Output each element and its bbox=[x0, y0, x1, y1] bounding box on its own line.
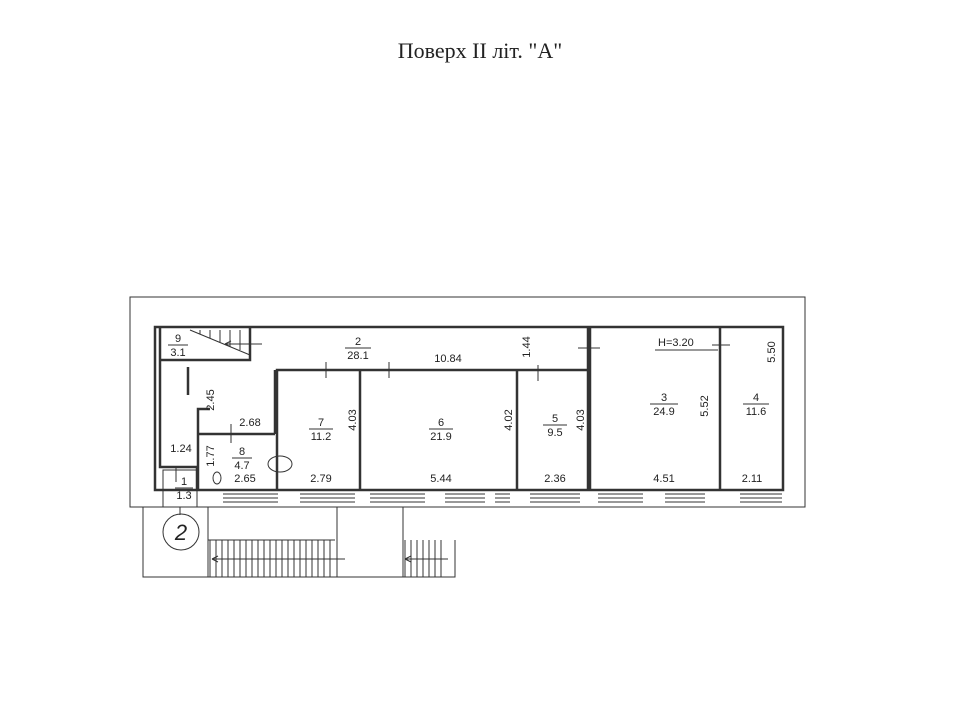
room-number: 1 bbox=[181, 476, 187, 488]
room-area: 9.5 bbox=[547, 427, 562, 439]
interior-walls bbox=[158, 327, 722, 490]
dim: 2.45 bbox=[205, 389, 217, 410]
room-label-8: 84.7 bbox=[232, 446, 252, 472]
room-label-1: 11.3 bbox=[175, 476, 193, 502]
dim: 5.52 bbox=[699, 395, 711, 416]
floor-title: Поверх II літ. "А" bbox=[397, 38, 563, 63]
room-number: 7 bbox=[318, 417, 324, 429]
room-label-2: 228.1 bbox=[345, 336, 371, 362]
dim: 4.03 bbox=[575, 409, 587, 430]
room-label-4: 411.6 bbox=[743, 392, 769, 418]
room-area: 21.9 bbox=[430, 431, 451, 443]
door-marks bbox=[175, 344, 730, 482]
building-outline bbox=[129, 296, 806, 508]
room-label-7: 711.2 bbox=[309, 417, 333, 443]
ceiling-height: H=3.20 bbox=[658, 337, 694, 349]
dim: 5.50 bbox=[766, 341, 778, 362]
room-area: 24.9 bbox=[653, 406, 674, 418]
toilet-icon bbox=[212, 471, 222, 485]
windows bbox=[223, 493, 782, 503]
dim: 5.44 bbox=[430, 473, 451, 485]
room-area: 28.1 bbox=[347, 350, 368, 362]
dim: 1.77 bbox=[205, 445, 217, 466]
room-area: 11.6 bbox=[746, 406, 767, 418]
interior-outline bbox=[153, 325, 785, 492]
dim: 4.02 bbox=[503, 409, 515, 430]
room-number: 3 bbox=[661, 392, 667, 404]
room-label-6: 621.9 bbox=[429, 417, 453, 443]
room-number: 2 bbox=[355, 336, 361, 348]
dim: 1.24 bbox=[170, 443, 191, 455]
annex-outline bbox=[142, 507, 456, 578]
room-number: 5 bbox=[552, 413, 558, 425]
dim: 2.79 bbox=[310, 473, 331, 485]
section-marker-circle bbox=[162, 513, 200, 551]
dim: 2.36 bbox=[544, 473, 565, 485]
dim: 1.44 bbox=[521, 336, 533, 357]
room-area: 3.1 bbox=[170, 347, 185, 359]
dim: 4.03 bbox=[347, 409, 359, 430]
section-marker: 2 bbox=[174, 520, 187, 545]
room-label-9: 93.1 bbox=[168, 333, 188, 359]
sink-icon bbox=[267, 455, 293, 473]
room-area: 4.7 bbox=[234, 460, 249, 472]
room-number: 8 bbox=[239, 446, 245, 458]
room-label-3: 324.9 bbox=[650, 392, 678, 418]
room-area: 11.2 bbox=[311, 431, 332, 443]
dim: 4.51 bbox=[653, 473, 674, 485]
stair-arrow bbox=[211, 555, 448, 563]
dim: 2.65 bbox=[234, 473, 255, 485]
dim: 2.11 bbox=[742, 473, 763, 485]
room-area: 1.3 bbox=[176, 490, 191, 502]
room9-stair bbox=[189, 329, 262, 356]
dim: 10.84 bbox=[434, 353, 462, 365]
room-number: 4 bbox=[753, 392, 759, 404]
room-number: 9 bbox=[175, 333, 181, 345]
room-label-5: 59.5 bbox=[543, 413, 567, 439]
room-number: 6 bbox=[438, 417, 444, 429]
dim: 2.68 bbox=[239, 417, 260, 429]
